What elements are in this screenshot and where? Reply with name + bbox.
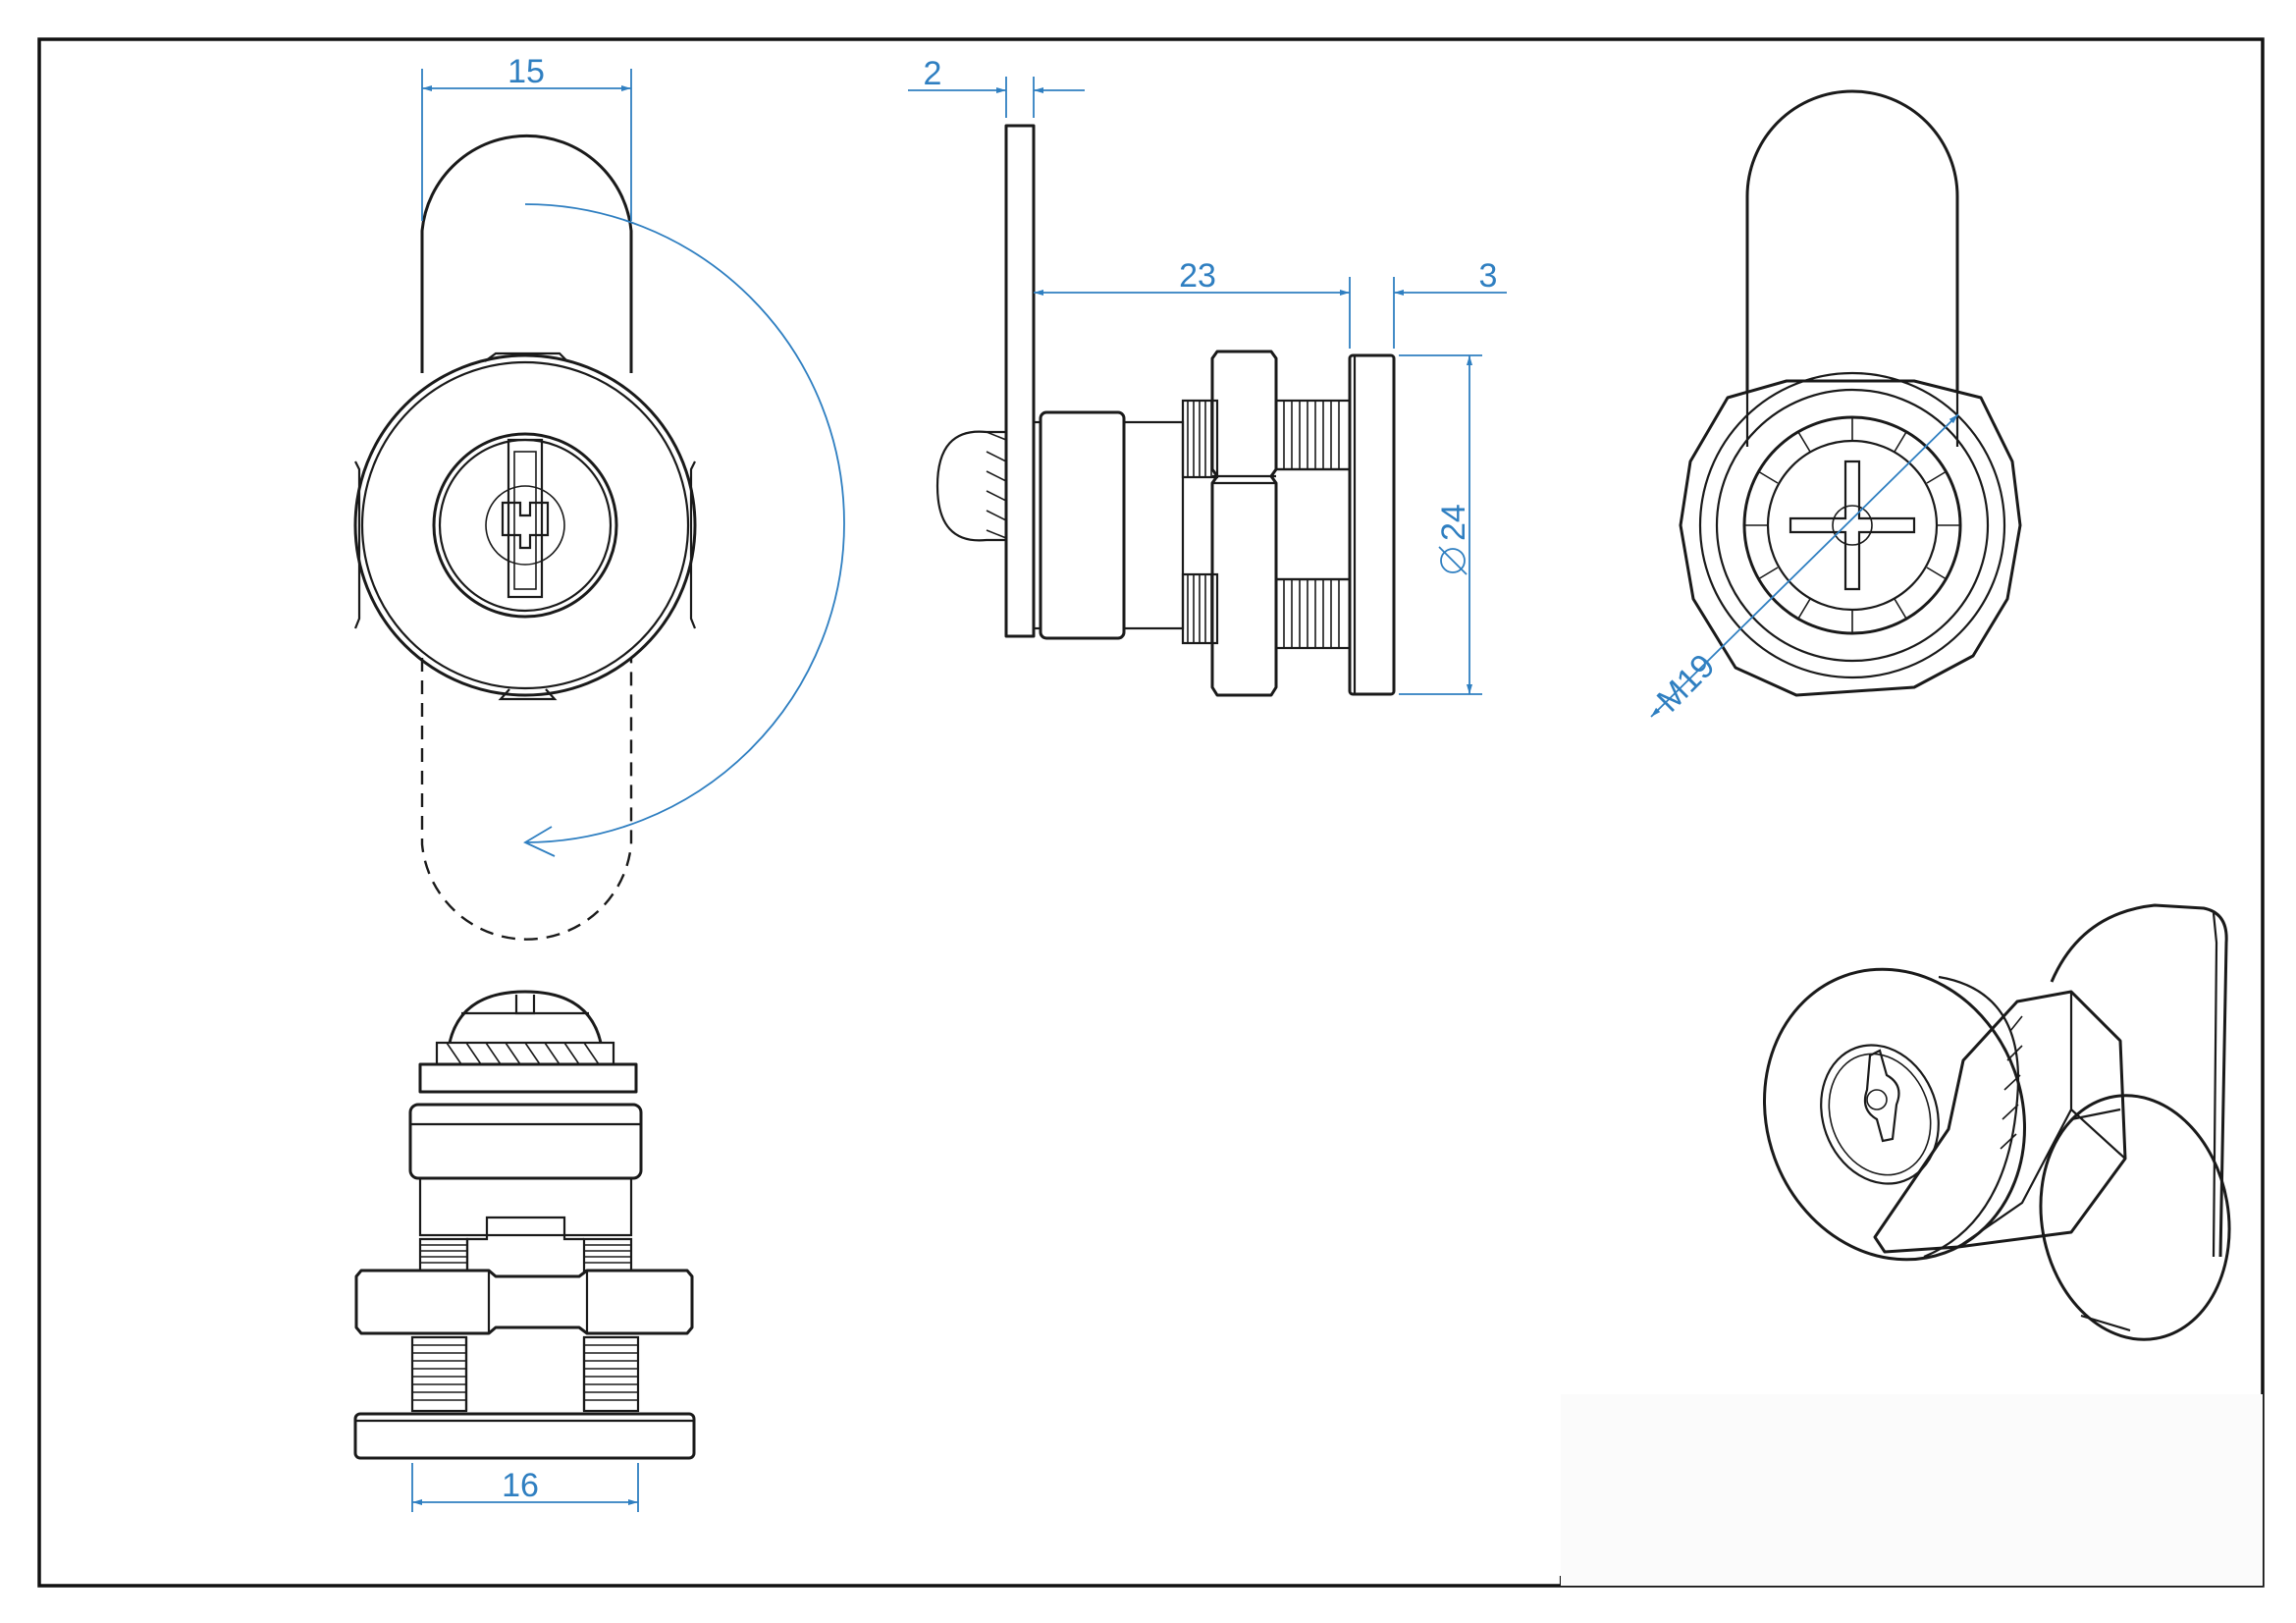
rotation-arrow-head <box>523 826 556 857</box>
back-cam-tongue <box>1745 89 1959 393</box>
top-plug-body <box>408 1103 643 1180</box>
isometric-view <box>1763 903 2231 1341</box>
side-thread-lines-c <box>1283 401 1340 469</box>
top-thread-lines-c <box>412 1344 466 1401</box>
dim-label-flange-thickness: 3 <box>1479 257 1498 295</box>
front-view <box>353 134 845 941</box>
back-view <box>1679 89 2022 697</box>
side-thread-lines-b <box>1187 574 1212 643</box>
top-hex-nut <box>354 1269 694 1335</box>
front-flange-outer <box>353 353 697 697</box>
iso-hex-nut <box>1873 990 2127 1254</box>
dim-body-length: 23 <box>1034 257 1395 349</box>
dim-label-body-length: 23 <box>1179 257 1216 295</box>
front-cam-tongue <box>420 134 633 373</box>
top-thread-lines-a <box>420 1244 467 1264</box>
front-key-barrel-inner <box>438 438 613 613</box>
side-view <box>935 124 1396 697</box>
top-washer-serrations <box>446 1042 600 1065</box>
top-thread-right-a <box>582 1237 633 1272</box>
side-cam-plate <box>1004 124 1036 638</box>
side-plug-body <box>1039 410 1126 640</box>
dim-nut-width: 16 <box>411 1463 639 1512</box>
front-key-barrel <box>432 432 618 619</box>
iso-cam-tongue <box>2050 903 2228 1258</box>
iso-key-barrel <box>1820 1044 1940 1185</box>
watermark-area <box>1561 1394 2263 1586</box>
dim-thread-size: M19 <box>1650 413 1959 720</box>
back-screw-head <box>1766 439 1939 612</box>
dim-cam-width: 15 <box>421 53 632 221</box>
top-screw-head <box>448 990 603 1044</box>
front-cam-rotated-hidden <box>420 658 633 941</box>
top-plug-collar <box>418 1176 633 1237</box>
front-keyway-slot-inner <box>513 451 537 590</box>
front-nut-edge-left <box>353 460 361 629</box>
dim-label-cam-width: 15 <box>507 53 545 90</box>
front-nut-edge-top <box>484 352 568 362</box>
dim-label-cam-thickness: 2 <box>924 55 942 92</box>
side-hex-nut <box>1210 350 1278 697</box>
front-key-profile <box>501 501 550 550</box>
top-thread-lines-d <box>584 1344 638 1401</box>
back-cross-slot <box>1789 460 1916 591</box>
iso-thread-marks <box>2000 1015 2023 1150</box>
top-view <box>353 990 696 1460</box>
top-cam-plate <box>418 1062 638 1094</box>
top-body-step <box>465 1216 584 1271</box>
dim-label-nut-width: 16 <box>502 1467 539 1504</box>
side-plug-collar <box>1122 420 1185 630</box>
front-key-core <box>485 485 565 566</box>
drawing-border <box>37 37 2265 1588</box>
side-screw-threads <box>986 431 1007 539</box>
front-flange-inner <box>360 360 690 690</box>
rotation-arc <box>524 203 845 843</box>
iso-key-barrel-inner <box>1828 1053 1932 1176</box>
side-flange <box>1348 353 1396 696</box>
top-screw-slot <box>514 995 536 1015</box>
iso-cam-edge <box>2212 912 2218 1258</box>
top-thread-lines-b <box>584 1244 631 1264</box>
iso-keyway <box>1863 1049 1900 1143</box>
iso-flange-rim <box>1923 975 2020 1259</box>
top-flange <box>353 1412 696 1460</box>
iso-flange-face <box>1763 967 2026 1262</box>
front-keyway-slot <box>507 438 544 599</box>
front-nut-edge-right <box>689 460 697 629</box>
dim-flange-diameter: 24 <box>1399 354 1482 695</box>
back-body-ring <box>1742 415 1962 635</box>
side-thread-lines-a <box>1187 401 1212 477</box>
top-thread-left-a <box>418 1237 469 1272</box>
iso-rear-cylinder <box>2039 1094 2231 1341</box>
dim-label-flange-diameter: 24 <box>1435 504 1472 541</box>
side-thread-lines-d <box>1283 579 1340 648</box>
back-screw-center <box>1832 505 1873 546</box>
dim-flange-thickness: 3 <box>1394 257 1507 296</box>
iso-keyway-center <box>1866 1089 1888 1110</box>
side-screw-head <box>935 430 1006 542</box>
dim-cam-thickness: 2 <box>908 55 1085 118</box>
